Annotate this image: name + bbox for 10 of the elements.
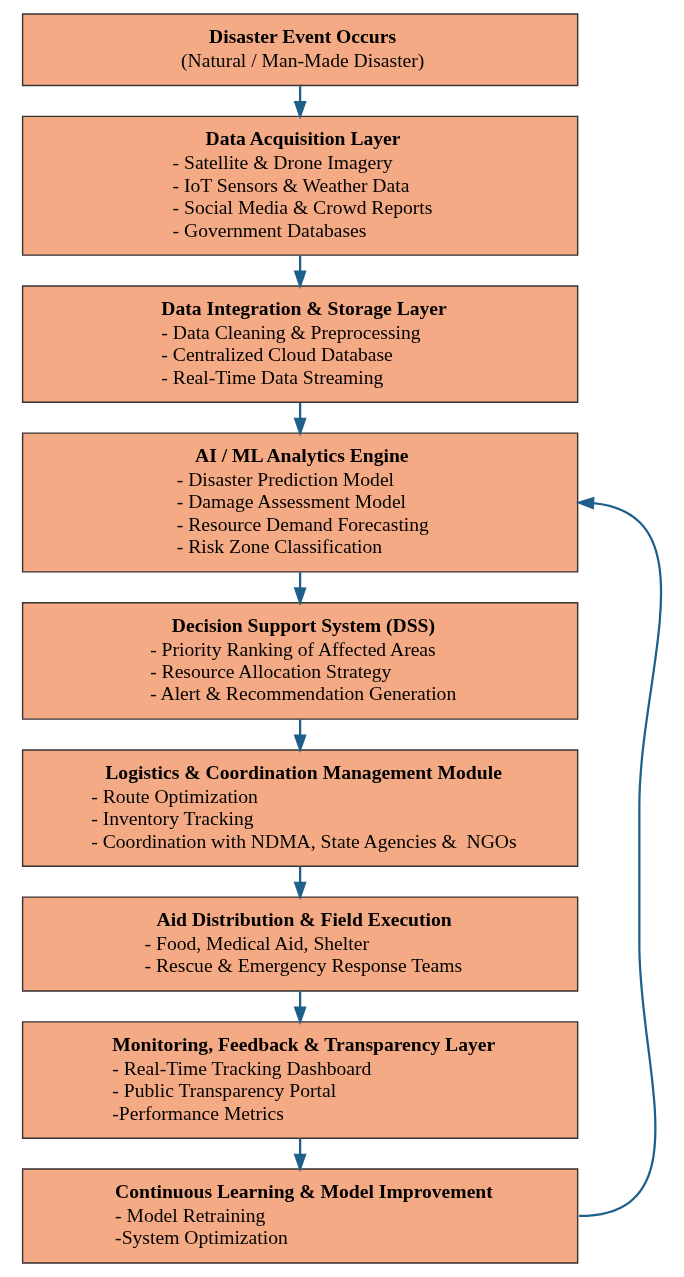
arrow <box>575 496 662 1218</box>
node-box: AI / ML Analytics Engine - Disaster Prediction Model - Damage Assessment Model - Resource Demand Forecasting - Risk Zone Classification <box>21 432 579 573</box>
node-box: Monitoring, Feedback & Transparency Layer - Real-Time Tracking Dashboard - Public Transparency Portal -Performance Metrics <box>21 1021 579 1139</box>
node-box: Aid Distribution & Field Execution - Food, Medical Aid, Shelter - Rescue & Emergency Response Teams <box>21 896 579 992</box>
node-box: Disaster Event Occurs (Natural / Man-Made Disaster) <box>21 13 579 87</box>
node-box: Data Integration & Storage Layer - Data Cleaning & Preprocessing - Centralized Cloud Database - Real-Time Data Streaming <box>21 285 579 403</box>
node-box: Logistics & Coordination Management Module - Route Optimization - Inventory Tracking - Coordination with NDMA, State Agencies & NGOs <box>21 749 579 867</box>
node-box: Continuous Learning & Model Improvement - Model Retraining -System Optimization <box>21 1168 579 1264</box>
node-box: Decision Support System (DSS) - Priority Ranking of Affected Areas - Resource Allocation Strategy - Alert & Recommendation Generation <box>21 602 579 720</box>
node-box: Data Acquisition Layer - Satellite & Drone Imagery - IoT Sensors & Weather Data - Social Media & Crowd Reports - Government Databases <box>21 115 579 256</box>
